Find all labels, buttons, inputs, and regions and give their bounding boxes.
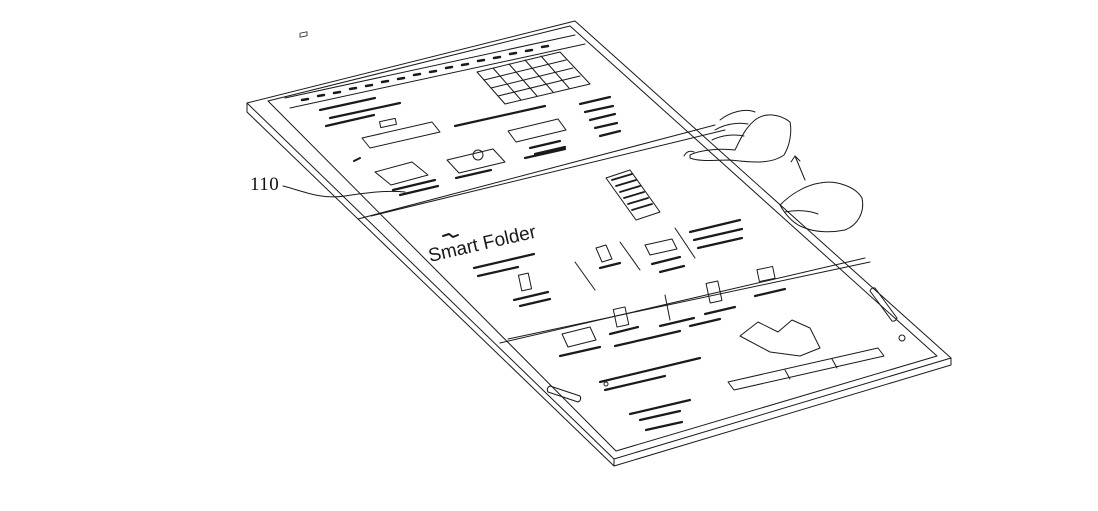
nav-bar: [284, 31, 586, 109]
product-icons-row: [512, 265, 787, 336]
motion-arrow: [790, 155, 806, 181]
phone-image: [605, 169, 661, 221]
fold-lines: [357, 124, 871, 344]
icon-row: [353, 147, 567, 197]
reference-numeral-110: 110: [250, 174, 280, 195]
hand-touch: [683, 109, 792, 163]
hand-lift: [779, 181, 864, 233]
bottom-band: [628, 398, 692, 432]
product-tiles-row: [574, 218, 744, 291]
smart-folder-heading: Smart Folder: [426, 222, 539, 278]
content-band-1: [318, 95, 622, 138]
calendar-grid-widget: [476, 51, 591, 105]
content-band-1-boxes: [361, 117, 567, 156]
display-screen: [267, 25, 938, 452]
leader-line: [282, 185, 406, 198]
lower-band: [558, 317, 885, 392]
device-body: [246, 20, 952, 467]
brand-label: Smart Folder: [426, 222, 538, 267]
side-handles: [546, 287, 906, 403]
